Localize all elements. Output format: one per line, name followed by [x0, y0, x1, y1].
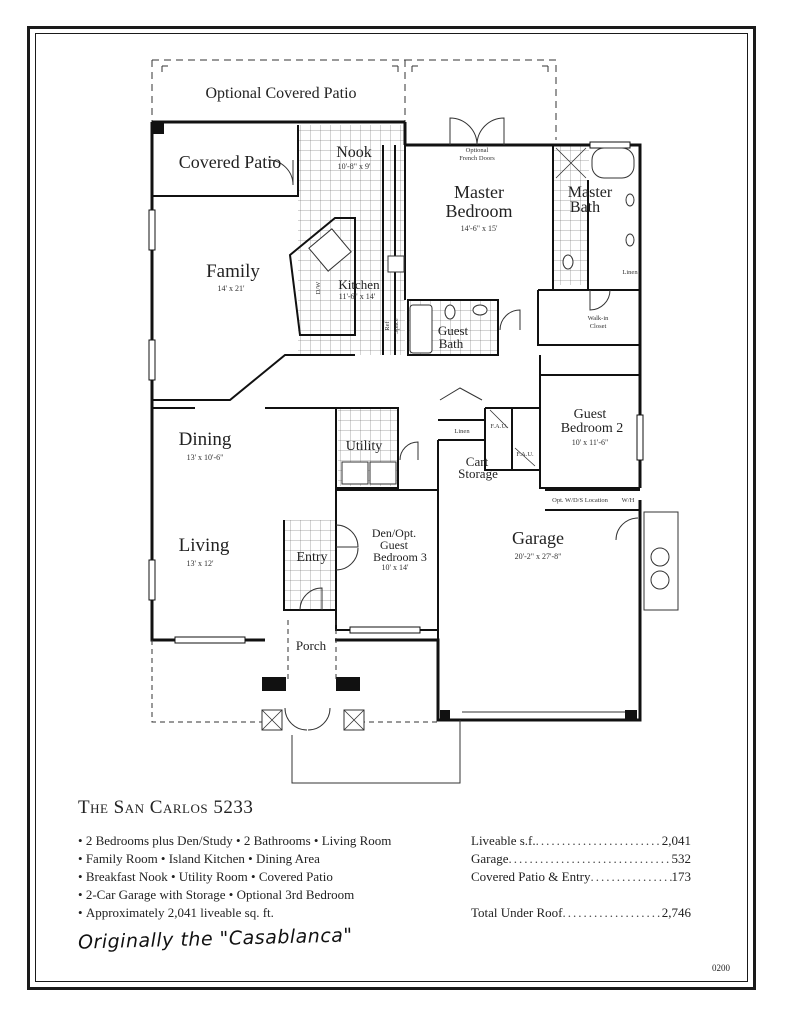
stat-row-patio-entry: Covered Patio & Entry 173 — [471, 868, 691, 886]
french-doors-label-2: French Doors — [459, 155, 495, 162]
porch-outline — [151, 620, 438, 723]
family-dim: 14' x 21' — [218, 284, 245, 293]
stat-row-total: Total Under Roof 2,746 — [471, 904, 691, 922]
feature-item: Family Room • Island Kitchen • Dining Ar… — [78, 850, 391, 868]
guest-bedroom-2-label-1: Guest — [574, 407, 607, 422]
opt-wd-label: Opt. W/D/S Location — [552, 497, 608, 504]
dishwasher-label: D/W — [315, 281, 322, 295]
fau-label-2: F.A.U. — [516, 451, 534, 458]
fau-label-1: F.A.U. — [490, 423, 508, 430]
kitchen-label: Kitchen — [338, 277, 380, 292]
family-label: Family — [206, 261, 260, 282]
hall-linen-label: Linen — [454, 428, 470, 435]
den-dim: 10' x 14' — [382, 563, 409, 572]
french-doors-label-1: Optional — [466, 147, 489, 154]
stat-value: 2,041 — [661, 833, 691, 848]
total-label: Total Under Roof — [471, 905, 563, 920]
window-bars — [148, 141, 644, 644]
nook-label: Nook — [336, 144, 372, 161]
cart-storage-label-2: Storage — [458, 466, 498, 481]
walk-in-closet-label-2: Closet — [590, 323, 607, 330]
master-linen-label: Linen — [622, 269, 638, 276]
guest-bedroom-2-dim: 10' x 11'-6" — [572, 438, 609, 447]
entry-label: Entry — [296, 550, 327, 565]
feature-list: 2 Bedrooms plus Den/Study • 2 Bathrooms … — [78, 832, 392, 922]
living-dim: 13' x 12' — [187, 559, 214, 568]
guest-bath-label-1: Guest — [438, 323, 469, 338]
optional-patio-outline — [151, 59, 557, 140]
water-heater-label: W/H — [622, 497, 635, 504]
ref-space-label-2: Space — [393, 318, 400, 334]
stat-leader — [536, 832, 662, 850]
plan-title: The San Carlos 5233 — [78, 797, 254, 818]
garage-label: Garage — [512, 528, 564, 548]
kitchen-dim: 11'-6" x 14' — [339, 292, 376, 301]
optional-covered-patio-label: Optional Covered Patio — [205, 85, 356, 102]
master-bath-label-1: Master — [568, 184, 613, 201]
ref-space-label-1: Ref — [384, 320, 391, 330]
stat-row-garage: Garage 532 — [471, 850, 691, 868]
stat-leader — [509, 850, 672, 868]
den-label-3: Bedroom 3 — [373, 550, 427, 564]
interior-walls — [152, 125, 640, 720]
walk-in-closet-label-1: Walk-in — [588, 315, 610, 322]
feature-item: Breakfast Nook • Utility Room • Covered … — [78, 868, 391, 886]
stat-leader — [591, 868, 672, 886]
columns — [152, 122, 637, 720]
inner-frame — [35, 33, 748, 982]
guest-bath-label-2: Bath — [439, 336, 464, 351]
stat-label: Covered Patio & Entry — [471, 869, 591, 884]
nook-dim: 10'-8" x 9' — [338, 162, 371, 171]
master-bath-label-2: Bath — [570, 199, 600, 216]
stat-row-liveable: Liveable s.f. 2,041 — [471, 832, 691, 850]
feature-item: 2-Car Garage with Storage • Optional 3rd… — [78, 886, 391, 904]
page-code: 0200 — [712, 963, 730, 973]
den-label-2: Guest — [380, 538, 409, 552]
utility-label: Utility — [346, 439, 383, 454]
feature-item: 2 Bedrooms plus Den/Study • 2 Bathrooms … — [78, 832, 392, 850]
master-bedroom-dim: 14'-6" x 15' — [461, 224, 498, 233]
master-bedroom-label-1: Master — [454, 182, 504, 202]
den-label-1: Den/Opt. — [372, 526, 416, 540]
cart-storage-label-1: Cart — [466, 454, 489, 469]
master-bedroom-label-2: Bedroom — [446, 201, 513, 221]
guest-bedroom-2-label-2: Bedroom 2 — [561, 421, 624, 436]
stat-label: Liveable s.f. — [471, 833, 536, 848]
stat-value: 173 — [671, 869, 692, 884]
square-footage-table: Liveable s.f. 2,041 Garage 532 Covered P… — [471, 832, 691, 922]
porch-label: Porch — [296, 638, 327, 653]
dining-label: Dining — [179, 429, 232, 450]
driveway — [291, 711, 625, 784]
total-value: 2,746 — [661, 905, 691, 920]
living-label: Living — [179, 535, 230, 556]
stat-label: Garage — [471, 851, 509, 866]
garage-dim: 20'-2" x 27'-8" — [515, 552, 562, 561]
covered-patio-label: Covered Patio — [179, 152, 281, 172]
door-swings — [267, 117, 639, 731]
stat-leader — [563, 904, 662, 922]
outer-frame — [27, 26, 756, 990]
dining-dim: 13' x 10'-6" — [187, 453, 224, 462]
feature-item: Approximately 2,041 liveable sq. ft. — [78, 904, 391, 922]
stat-value: 532 — [671, 851, 692, 866]
